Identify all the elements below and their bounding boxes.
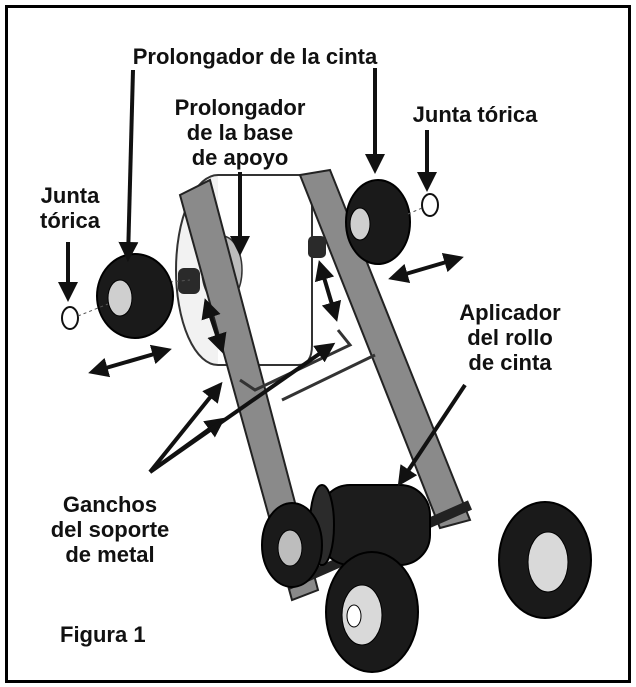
hooks-label-line-3: de metal	[65, 542, 155, 567]
tape-extender-label: Prolongador de la cinta	[132, 44, 378, 69]
pointer-arrows	[58, 68, 467, 487]
base-extender-label: Prolongador de la base de apoyo	[150, 95, 330, 170]
applicator-label-line-1: Aplicador	[459, 300, 561, 325]
wheel-front-left	[325, 551, 419, 673]
hooks-label-line-1: Ganchos	[62, 492, 158, 517]
base-extender-label-line-2: de la base	[186, 120, 294, 145]
tape-extender-disc-left	[61, 253, 174, 339]
figure-caption: Figura 1	[60, 622, 146, 647]
base-extender-label-line-1: Prolongador	[174, 95, 306, 120]
wheel-front-right	[498, 501, 592, 619]
oring-left-label: Junta tórica	[25, 183, 115, 233]
applicator-label-line-3: de cinta	[468, 350, 552, 375]
base-extender-label-line-3: de apoyo	[191, 145, 289, 170]
hooks-label-line-2: del soporte	[50, 517, 170, 542]
applicator-label-line-2: del rollo	[467, 325, 553, 350]
tape-extender-disc-right	[345, 179, 439, 265]
oring-left-label-line-1: Junta	[40, 183, 100, 208]
oring-left-label-line-2: tórica	[40, 208, 100, 233]
applicator-label: Aplicador del rollo de cinta	[440, 300, 580, 375]
hooks-label: Ganchos del soporte de metal	[30, 492, 190, 567]
wheel-back-left	[261, 502, 323, 588]
oring-right-label: Junta tórica	[412, 102, 538, 127]
